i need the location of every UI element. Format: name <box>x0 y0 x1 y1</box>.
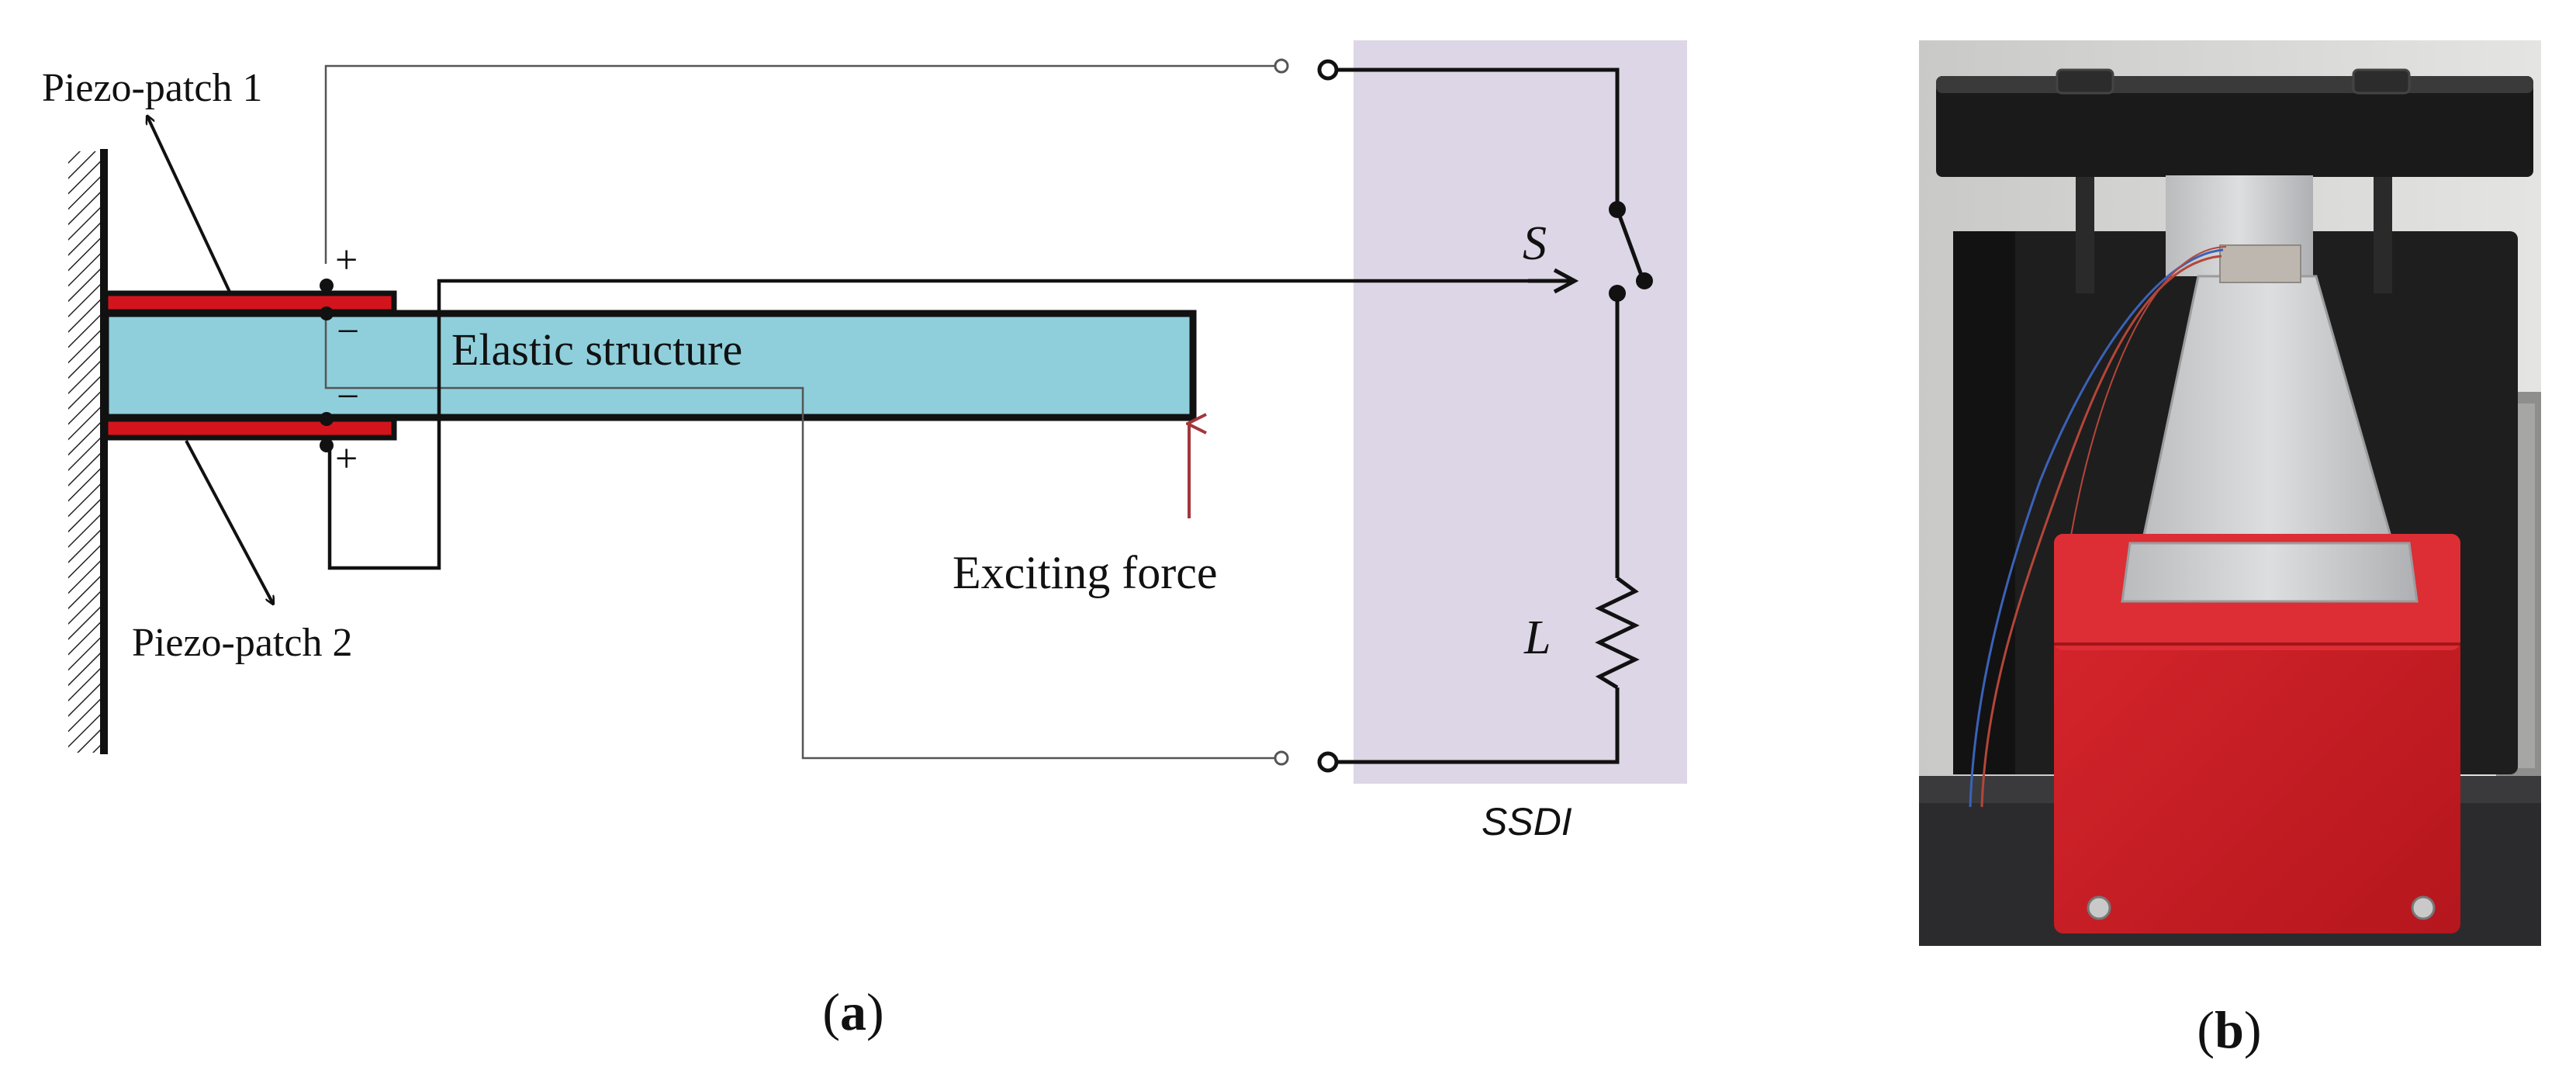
terminal-big-top <box>1317 59 1339 81</box>
switch-label: S <box>1523 217 1547 270</box>
electrode-dot <box>320 279 334 293</box>
piezo-patch-1-pointer <box>147 116 231 293</box>
bolt-left <box>2056 68 2114 95</box>
piezo-patch-2 <box>102 416 397 441</box>
plus-sign-bottom: + <box>335 437 358 481</box>
threaded-rod-left <box>2076 169 2094 293</box>
patch-connection-loop <box>327 279 1551 570</box>
wall-hatching <box>68 151 102 753</box>
black-stand-shade <box>1953 231 2015 774</box>
ssdi-circuit <box>1331 68 1645 764</box>
beam-tip-on-box <box>2121 542 2419 603</box>
panel-b-photo: (b) <box>1919 40 2541 1059</box>
bolt-right <box>2352 68 2411 95</box>
threaded-rod-right <box>2374 169 2392 293</box>
minus-sign-top: − <box>337 310 359 354</box>
panel-a-schematic: + − − + Piezo-patch 1 Piezo-patch 2 Elas… <box>42 40 1687 1041</box>
electrode-dot <box>320 306 334 320</box>
caption-b: (b) <box>2197 1000 2261 1059</box>
screw-right <box>2411 895 2436 920</box>
top-clamp-highlight <box>1936 76 2533 93</box>
exciting-force-label: Exciting force <box>953 547 1218 598</box>
piezo-patch-1 <box>102 290 397 315</box>
screw-left <box>2087 895 2111 920</box>
electrode-dot <box>320 412 334 426</box>
terminal-small-bottom <box>1274 750 1289 766</box>
terminal-small-top <box>1274 58 1289 74</box>
switch-contact-blade <box>1636 272 1653 289</box>
minus-sign-bottom: − <box>337 375 359 419</box>
terminal-big-bottom <box>1317 751 1339 773</box>
ssdi-label: SSDI <box>1482 800 1572 843</box>
caption-a-letter: a <box>840 982 866 1041</box>
sensor-wires <box>1969 246 2227 808</box>
elastic-structure-beam <box>102 310 1197 421</box>
switch-contact-bottom <box>1609 285 1626 302</box>
thin-wires <box>324 64 1278 760</box>
elastic-structure-label: Elastic structure <box>451 324 742 375</box>
plus-sign-top: + <box>335 238 358 282</box>
inductor-coil <box>1595 576 1640 690</box>
inductor-label: L <box>1523 611 1551 664</box>
electrode-dot <box>320 438 334 452</box>
piezo-patch-2-pointer <box>185 440 273 604</box>
piezo-patch-2-label: Piezo-patch 2 <box>132 621 352 665</box>
caption-b-letter: b <box>2215 1000 2244 1059</box>
ssdi-box <box>1354 40 1687 784</box>
caption-a: (a) <box>822 982 883 1041</box>
piezo-patch-1-label: Piezo-patch 1 <box>42 66 262 110</box>
piezo-patch-on-beam <box>2219 244 2301 283</box>
switch-contact-top <box>1609 201 1626 218</box>
top-clamp-bar <box>1936 76 2533 177</box>
